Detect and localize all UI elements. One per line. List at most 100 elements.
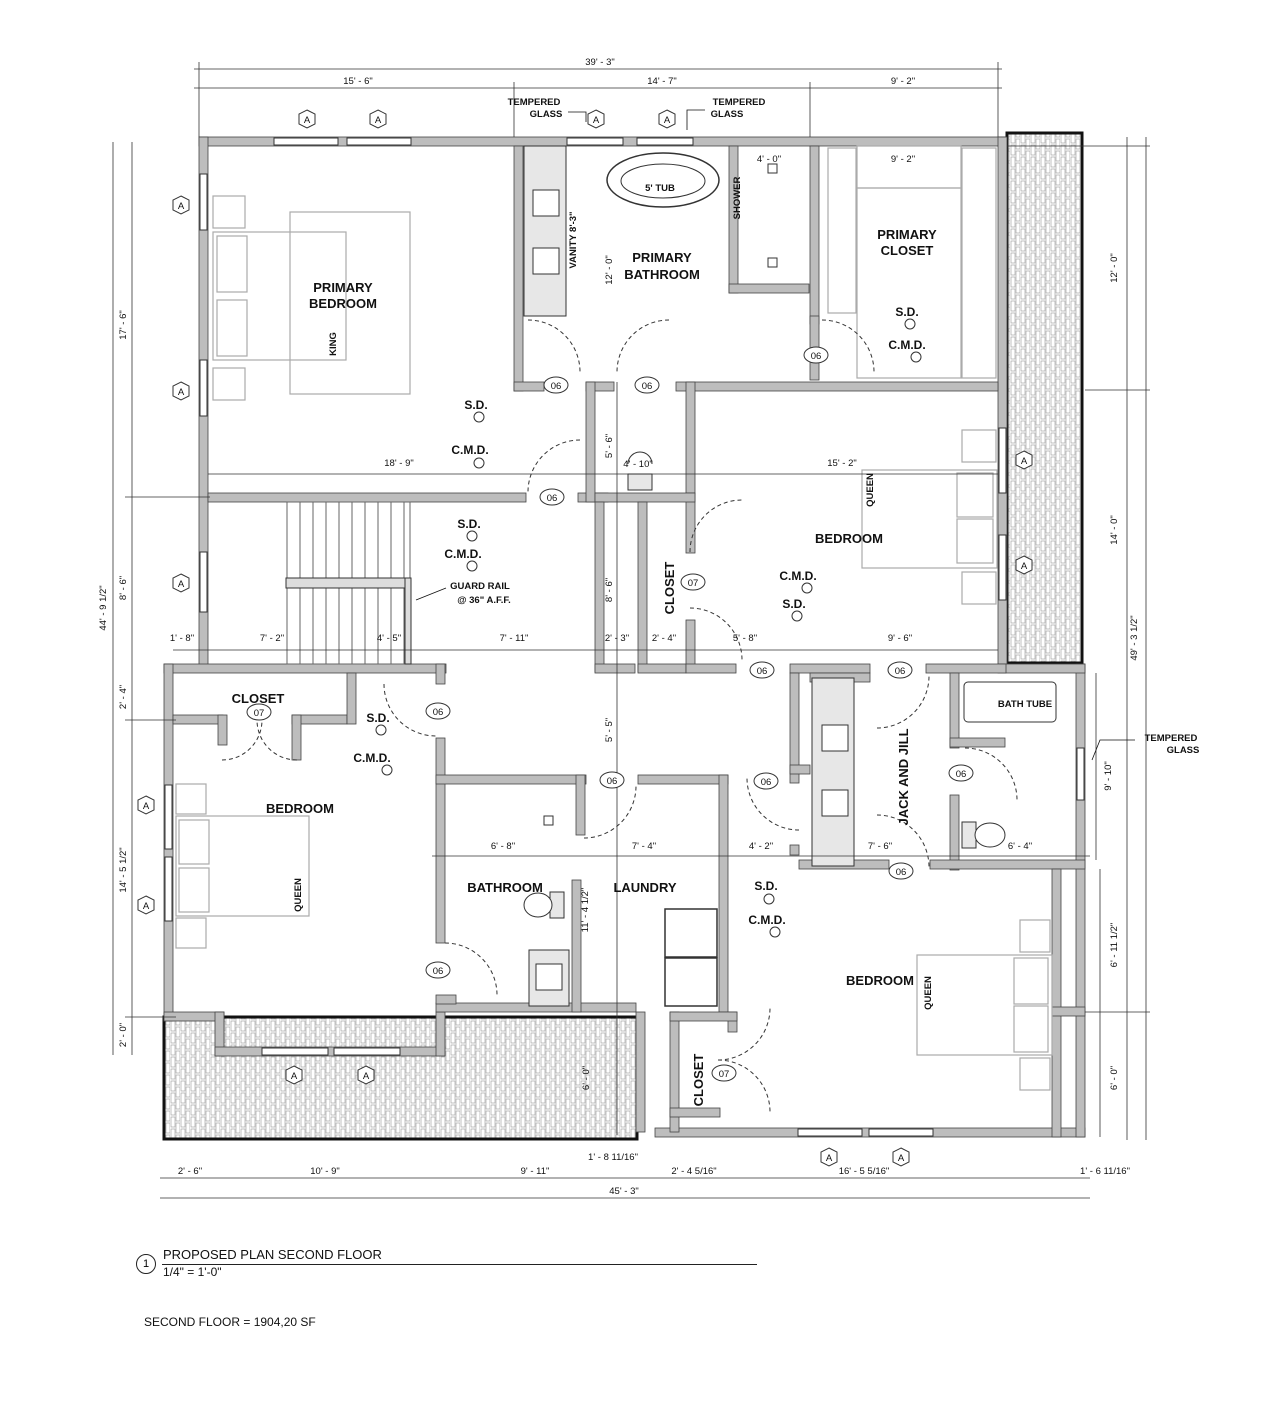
dim-bottom-6: 16' - 5 5/16" <box>839 1166 890 1177</box>
window-tag-a: A <box>304 115 311 126</box>
dim-bottom-1: 2' - 6" <box>178 1166 202 1177</box>
room-label-primary-bathroom-1: PRIMARY <box>632 250 692 265</box>
room-label-shower: SHOWER <box>732 176 743 219</box>
cmd-label-primary: C.M.D. <box>451 443 488 457</box>
dim-left-2: 8' - 6" <box>118 576 129 600</box>
room-label-tub: 5' TUB <box>645 183 675 194</box>
dim-left-overall: 44' - 9 1/2" <box>98 585 109 630</box>
bed-label-king: KING <box>328 332 339 356</box>
dim-right-4: 6' - 11 1/2" <box>1109 923 1120 968</box>
east-balcony <box>1005 131 1084 665</box>
window-tag-a: A <box>593 115 600 126</box>
cmd-label-bed-se: C.M.D. <box>748 913 785 927</box>
title-underline <box>162 1264 757 1265</box>
room-label-bath-tube: BATH TUBE <box>998 699 1052 710</box>
room-label-laundry: LAUNDRY <box>613 880 676 895</box>
room-label-bedroom-southeast: BEDROOM <box>846 973 914 988</box>
door-tag-06: 06 <box>895 666 906 677</box>
window-tag-a: A <box>898 1153 905 1164</box>
cmd-label-closet: C.M.D. <box>888 338 925 352</box>
room-label-closet-south: CLOSET <box>691 1054 706 1107</box>
dim-left-3: 2' - 4" <box>118 685 129 709</box>
dim-top-3: 9' - 2" <box>891 76 915 87</box>
dim-right-1: 12' - 0" <box>1109 253 1120 282</box>
dim-mid-3: 4' - 5" <box>377 633 401 644</box>
dim-left-5: 2' - 0" <box>118 1023 129 1047</box>
window-tags: A A A A A A A A A A A A A A A <box>137 109 1033 1167</box>
dim-top-2: 14' - 7" <box>647 76 676 87</box>
dim-bottom-3: 9' - 11" <box>521 1166 550 1177</box>
note-tempered-glass-1b: GLASS <box>530 109 563 120</box>
door-tag-06: 06 <box>642 381 653 392</box>
window-tag-a: A <box>1021 561 1028 572</box>
door-tag-06: 06 <box>551 381 562 392</box>
walls <box>163 136 1086 1138</box>
window-tag-a: A <box>363 1071 370 1082</box>
note-guard-rail-2: @ 36" A.F.F. <box>457 595 511 606</box>
door-tag-06: 06 <box>761 777 772 788</box>
dim-bottom-2: 10' - 9" <box>310 1166 339 1177</box>
room-label-bedroom-west: BEDROOM <box>266 801 334 816</box>
drawing-number: 1 <box>136 1254 156 1274</box>
fixtures <box>523 145 1057 1007</box>
drawing-scale: 1/4" = 1'-0" <box>163 1265 222 1279</box>
dimension-lines <box>112 62 1150 1199</box>
dimension-labels: 39' - 3" 15' - 6" 14' - 7" 9' - 2" 4' - … <box>98 57 1140 1197</box>
dim-mid-1: 1' - 8" <box>170 633 194 644</box>
sd-label-closet: S.D. <box>895 305 918 319</box>
cmd-label-bed-west: C.M.D. <box>353 751 390 765</box>
dim-wc2-width: 6' - 4" <box>1008 841 1032 852</box>
window-tag-a: A <box>143 801 150 812</box>
room-label-primary-closet-1: PRIMARY <box>877 227 937 242</box>
leader-lines <box>415 109 1135 761</box>
note-tempered-glass-2b: GLASS <box>711 109 744 120</box>
dim-closet-height: 8' - 6" <box>604 578 615 602</box>
window-tag-a: A <box>143 901 150 912</box>
window-tag-a: A <box>178 201 185 212</box>
area-note: SECOND FLOOR = 1904,20 SF <box>144 1315 316 1329</box>
dim-bottom-5: 2' - 4 5/16" <box>671 1166 716 1177</box>
door-tag-06: 06 <box>547 493 558 504</box>
door-swings <box>221 319 1018 1113</box>
dim-laundry-width: 7' - 4" <box>632 841 656 852</box>
door-tag-06: 06 <box>757 666 768 677</box>
door-tag-07: 07 <box>254 708 265 719</box>
room-label-bedroom-east: BEDROOM <box>815 531 883 546</box>
window-tag-a: A <box>1021 456 1028 467</box>
dim-right-2: 14' - 0" <box>1109 515 1120 544</box>
sd-label-bed-se: S.D. <box>754 879 777 893</box>
note-tempered-glass-1a: TEMPERED <box>508 97 561 108</box>
room-label-closet-west: CLOSET <box>232 691 285 706</box>
window-tag-a: A <box>178 579 185 590</box>
dim-wc-width: 4' - 10" <box>623 459 652 470</box>
window-tag-a: A <box>375 115 382 126</box>
bed-label-queen-west: QUEEN <box>293 878 304 912</box>
window-tag-a: A <box>291 1071 298 1082</box>
detectors: S.D. C.M.D. S.D. C.M.D. S.D. C.M.D. C.M.… <box>353 305 926 938</box>
room-label-closet-center: CLOSET <box>662 562 677 615</box>
dim-shower-width: 4' - 0" <box>757 154 781 165</box>
dim-bedroom-east-width: 15' - 2" <box>827 458 856 469</box>
dim-bottom-overall: 45' - 3" <box>609 1186 638 1197</box>
room-label-primary-bedroom-1: PRIMARY <box>313 280 373 295</box>
note-tempered-glass-3b: GLASS <box>1167 745 1200 756</box>
dim-right-3: 9' - 10" <box>1103 761 1114 790</box>
dim-left-4: 14' - 5 1/2" <box>118 847 129 892</box>
door-tag-07: 07 <box>719 1069 730 1080</box>
dim-jj-width: 7' - 6" <box>868 841 892 852</box>
staircase <box>285 501 412 665</box>
window-tag-a: A <box>178 387 185 398</box>
dim-mid-7: 5' - 8" <box>733 633 757 644</box>
dim-hall-height: 5' - 6" <box>604 434 615 458</box>
dim-deck-height: 6' - 0" <box>581 1066 592 1090</box>
door-tag-06: 06 <box>896 867 907 878</box>
note-tempered-glass-2a: TEMPERED <box>713 97 766 108</box>
room-label-bathroom: BATHROOM <box>467 880 543 895</box>
dim-bath-height-2: 11' - 4 1/2" <box>580 888 591 933</box>
sd-label-primary: S.D. <box>464 398 487 412</box>
note-tempered-glass-3a: TEMPERED <box>1145 733 1198 744</box>
window-tag-a: A <box>826 1153 833 1164</box>
dim-bath-height: 12' - 0" <box>604 255 615 284</box>
door-tag-06: 06 <box>433 707 444 718</box>
